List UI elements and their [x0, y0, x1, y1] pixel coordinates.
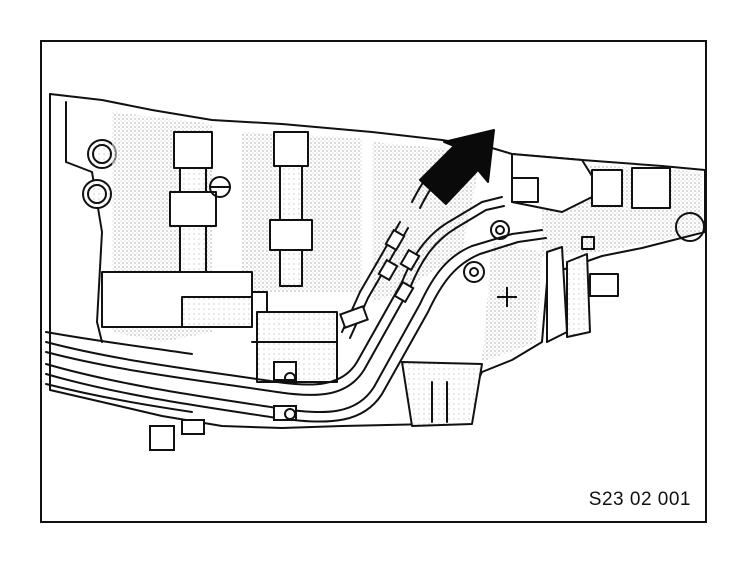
connector-block-2: [591, 169, 623, 207]
figure-frame: S23 02 001: [40, 40, 707, 523]
line-fitting-4: [393, 280, 415, 304]
output-flange: [546, 246, 568, 343]
line-fitting-3: [399, 248, 421, 272]
housing-outline: [49, 93, 705, 429]
output-shaft: [589, 273, 619, 297]
cooler-line-lower: [45, 229, 543, 414]
connector-block-1: [511, 177, 539, 203]
line-fitting-1: [384, 228, 406, 252]
line-fitting-2: [377, 258, 399, 282]
fill-bolt: [463, 261, 485, 283]
bracket-left: [173, 131, 213, 169]
cooler-line-upper: [45, 196, 503, 386]
connector-block-3: [631, 167, 671, 209]
transmission-drawing: [45, 93, 705, 451]
figure-reference-code: S23 02 001: [588, 489, 691, 510]
oil-pan: [401, 361, 483, 427]
drain-bolt: [490, 220, 510, 240]
indicator-arrow: [419, 129, 495, 205]
bracket-center: [273, 131, 309, 167]
